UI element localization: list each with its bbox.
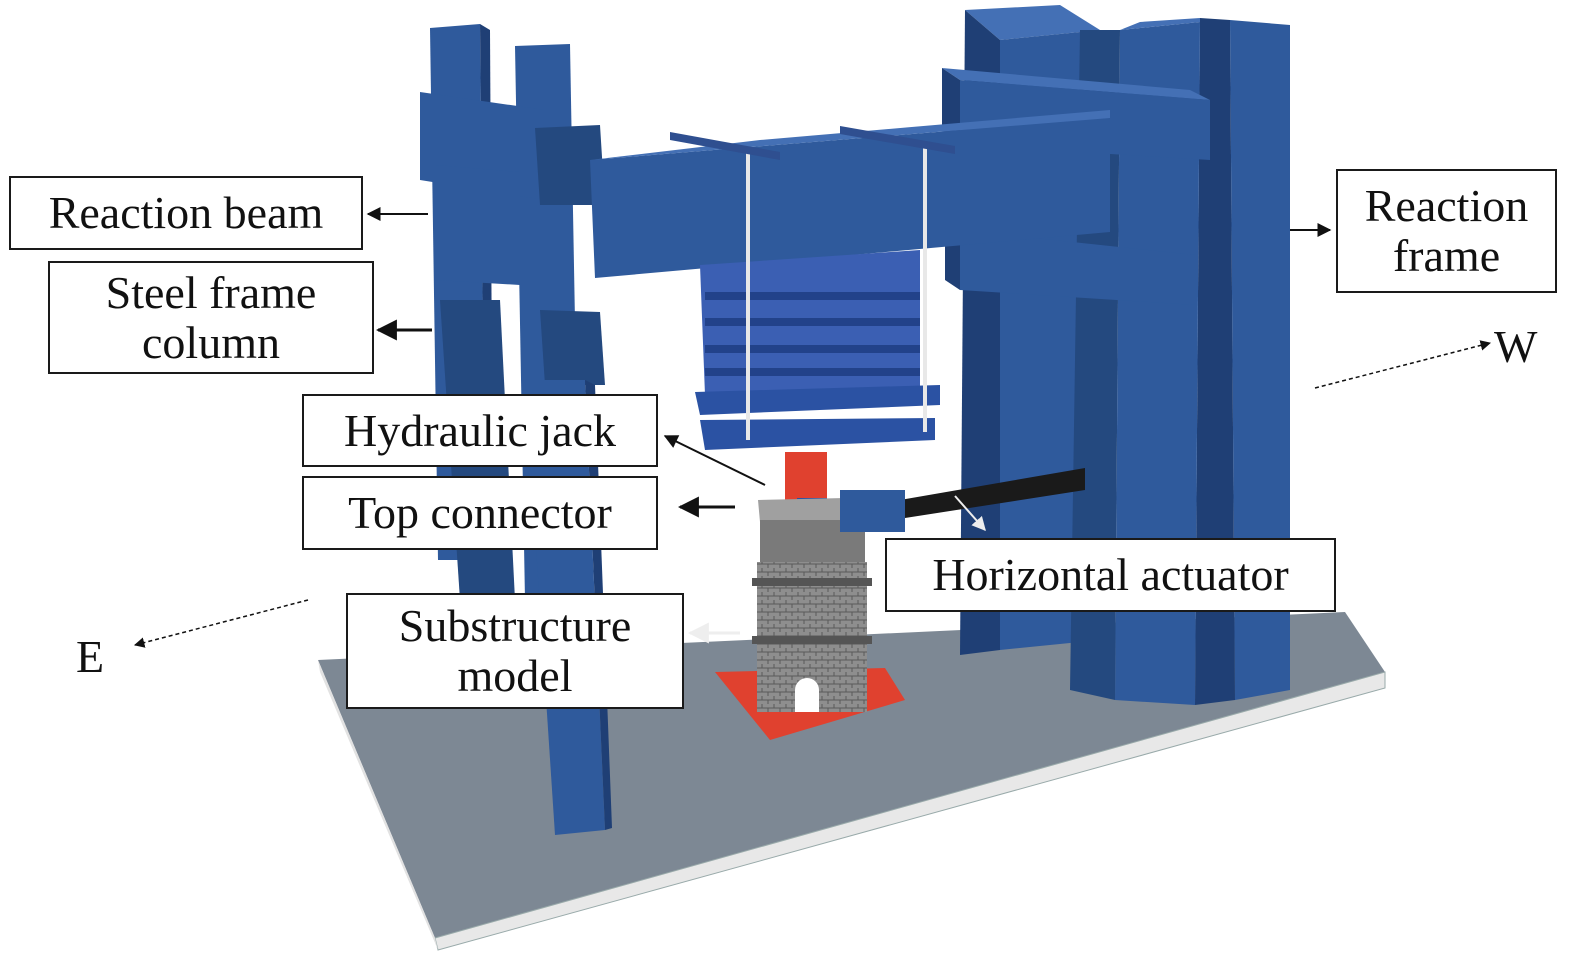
leader-arrows	[133, 207, 1492, 648]
label-top-connector-text: Top connector	[348, 487, 612, 538]
top-connector-shape	[758, 452, 865, 562]
label-substructure-model-line1: Substructure	[398, 600, 632, 651]
label-steel-frame-column-line2: column	[142, 316, 280, 368]
label-substructure-model: Substructure model	[346, 593, 684, 709]
substructure-model-shape	[715, 562, 905, 740]
label-substructure-model-line2: model	[457, 650, 573, 701]
reaction-frame-shape	[942, 5, 1290, 705]
label-horizontal-actuator-text: Horizontal actuator	[932, 549, 1289, 600]
label-hydraulic-jack: Hydraulic jack	[302, 394, 658, 467]
direction-west: W	[1494, 321, 1538, 372]
label-steel-frame-column-line1: Steel frame	[105, 266, 317, 318]
hydraulic-jack-shape	[670, 126, 955, 450]
label-horizontal-actuator: Horizontal actuator	[885, 538, 1336, 612]
label-reaction-beam-text: Reaction beam	[48, 187, 324, 238]
label-reaction-frame-line2: frame	[1392, 230, 1501, 281]
label-hydraulic-jack-text: Hydraulic jack	[343, 404, 617, 456]
label-reaction-beam: Reaction beam	[9, 176, 363, 250]
direction-east: E	[76, 631, 105, 682]
horizontal-actuator-shape	[840, 468, 1085, 532]
label-top-connector: Top connector	[302, 476, 658, 550]
label-reaction-frame-line1: Reaction	[1364, 180, 1529, 231]
label-reaction-frame: Reaction frame	[1336, 169, 1557, 293]
label-steel-frame-column: Steel frame column	[48, 261, 374, 374]
